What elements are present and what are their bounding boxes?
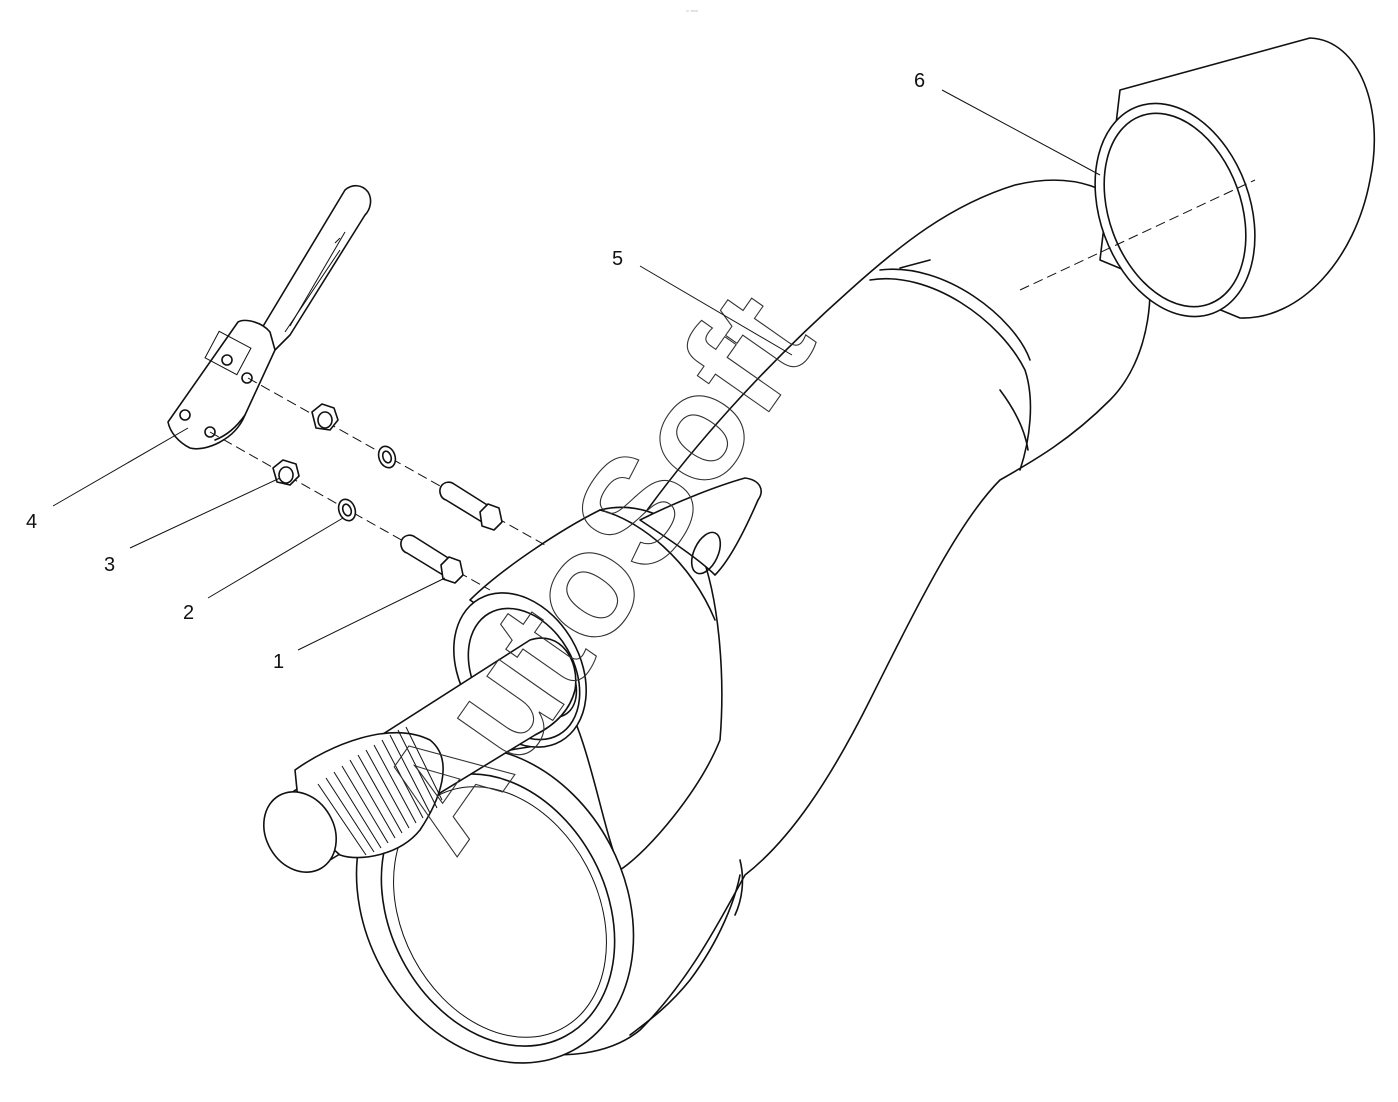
leader-line <box>129 477 281 549</box>
lever <box>167 184 372 450</box>
callout-number: 6 <box>914 70 925 92</box>
nut <box>272 403 339 486</box>
callout-2: 2 <box>183 517 344 624</box>
callout-6: 6 <box>914 70 1101 176</box>
bolt <box>400 481 503 584</box>
callout-number: 3 <box>104 554 115 576</box>
callout-3: 3 <box>104 477 281 576</box>
leader-line <box>297 577 446 651</box>
leader-line <box>941 89 1101 176</box>
callout-1: 1 <box>273 577 446 673</box>
spline-teeth <box>317 726 443 856</box>
leader-line <box>207 517 344 599</box>
callout-number: 2 <box>183 602 194 624</box>
lock-washer <box>337 445 397 522</box>
callout-4: 4 <box>26 427 189 533</box>
callout-5: 5 <box>612 248 793 356</box>
callout-number: 1 <box>273 651 284 673</box>
leader-line <box>52 427 189 507</box>
leader-line <box>639 265 793 356</box>
header-mark: ▫ ▫▫▫ <box>686 8 698 15</box>
assembly-axis-upper <box>247 377 546 546</box>
bushing <box>1019 37 1376 319</box>
callout-number: 4 <box>26 511 37 533</box>
splined-shaft <box>263 637 577 873</box>
callout-number: 5 <box>612 248 623 270</box>
assembly-axis-lower <box>209 431 491 591</box>
